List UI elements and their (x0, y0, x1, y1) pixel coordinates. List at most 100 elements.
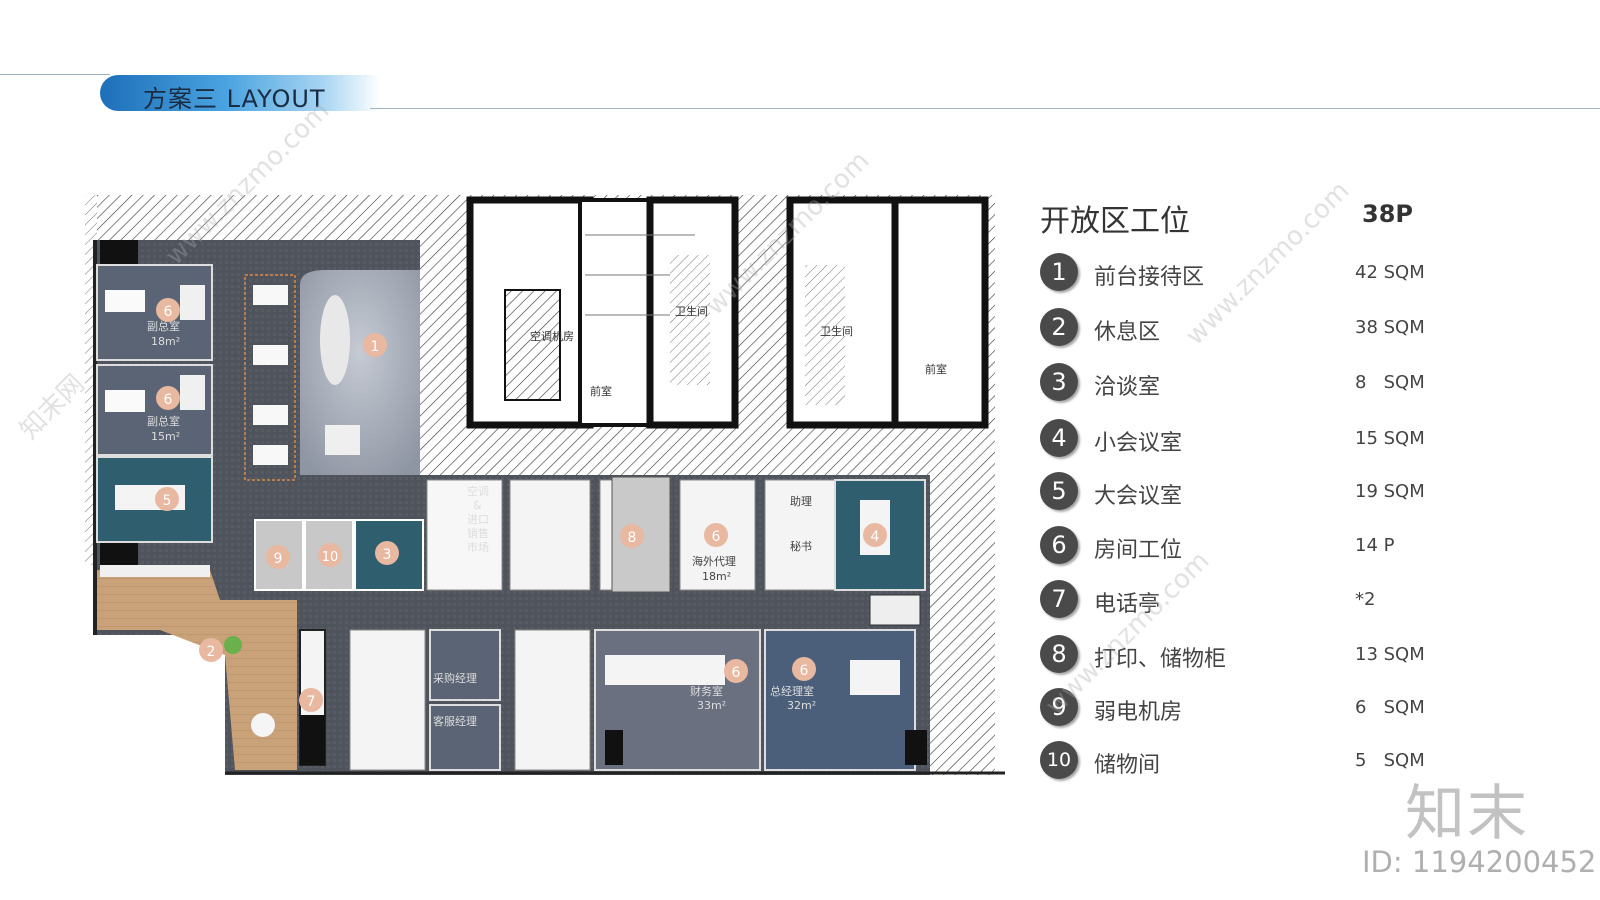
plan-badge-6d: 6 (724, 659, 748, 683)
legend-item: 5 大会议室 19 SQM (1040, 472, 1500, 512)
label-overseas: 海外代理 (692, 554, 736, 568)
svg-text:8: 8 (628, 530, 637, 546)
legend-value: 8 SQM (1355, 372, 1425, 393)
svg-text:3: 3 (383, 547, 392, 563)
legend-badge: 8 (1040, 635, 1078, 673)
legend-item: 10 储物间 5 SQM (1040, 741, 1500, 781)
legend-item: 9 弱电机房 6 SQM (1040, 688, 1500, 728)
floor-plan: 空调机房 前室 前室 卫生间 卫生间 副总室 18m² 副总室 15m² (75, 195, 1005, 805)
service-core (466, 196, 989, 429)
legend-item: 4 小会议室 15 SQM (1040, 419, 1500, 459)
svg-text:4: 4 (871, 529, 880, 545)
plan-badge-3: 3 (375, 541, 399, 565)
svg-text:1: 1 (371, 339, 380, 355)
legend-badge: 6 (1040, 526, 1078, 564)
manager-office (764, 629, 916, 771)
legend-label: 前台接待区 (1094, 265, 1205, 290)
legend-badge: 10 (1040, 741, 1078, 779)
column-top-left (100, 240, 138, 265)
svg-text:6: 6 (800, 663, 809, 679)
plan-badges: 1 2 3 4 5 6 6 6 6 6 7 8 9 10 (155, 298, 887, 712)
svg-text:2: 2 (207, 644, 216, 660)
plan-badge-6b: 6 (156, 386, 180, 410)
legend-label: 弱电机房 (1094, 700, 1183, 725)
legend-label: 洽谈室 (1094, 375, 1161, 400)
label-service: 客服经理 (433, 714, 477, 728)
label-assistant: 助理 (790, 494, 812, 508)
svg-text:6: 6 (732, 665, 741, 681)
label-secretary: 秘书 (790, 539, 812, 553)
core-hatch-right (930, 475, 995, 775)
legend-badge: 2 (1040, 308, 1078, 346)
plan-badge-8: 8 (620, 524, 644, 548)
plan-badge-9: 9 (266, 545, 290, 569)
label-overseas-area: 18m² (702, 570, 731, 583)
legend-value: 42 SQM (1355, 262, 1425, 283)
label-office-a-area: 18m² (151, 335, 180, 348)
plan-badge-6e: 6 (792, 657, 816, 681)
label-sales: 空调&进口销售市场 (467, 484, 489, 554)
legend-value: 5 SQM (1355, 750, 1425, 771)
legend-value: 19 SQM (1355, 481, 1425, 502)
title-banner (100, 75, 380, 111)
watermark-logo: 知末 (1405, 779, 1529, 849)
label-finance: 财务室 (690, 684, 723, 698)
label-wc-2: 卫生间 (820, 324, 853, 338)
legend-label: 小会议室 (1094, 431, 1183, 456)
svg-text:6: 6 (164, 304, 173, 320)
label-front-room-1: 前室 (590, 384, 612, 398)
label-front-room-2: 前室 (925, 362, 947, 376)
lounge-area (97, 570, 297, 770)
legend-value: 13 SQM (1355, 644, 1425, 665)
label-office-b-area: 15m² (151, 430, 180, 443)
plan-badge-10: 10 (318, 543, 342, 567)
plan-badge-2: 2 (199, 638, 223, 662)
elevator-lobby-box (869, 594, 921, 626)
plan-badge-5: 5 (155, 487, 179, 511)
label-ac-room: 空调机房 (530, 329, 574, 343)
legend-badge: 1 (1040, 253, 1078, 291)
label-office-a: 副总室 (147, 319, 180, 333)
plan-badge-6a: 6 (156, 298, 180, 322)
legend-value: 15 SQM (1355, 428, 1425, 449)
legend-label: 房间工位 (1094, 538, 1183, 563)
label-office-b: 副总室 (147, 414, 180, 428)
legend-label: 大会议室 (1094, 484, 1183, 509)
legend-value: 14 P (1355, 535, 1395, 556)
label-wc-1: 卫生间 (675, 304, 708, 318)
legend-item: 7 电话亭 *2 (1040, 580, 1500, 620)
legend-value: 38 SQM (1355, 317, 1425, 338)
plan-badge-4: 4 (863, 523, 887, 547)
legend-badge: 9 (1040, 688, 1078, 726)
buyer-office (429, 629, 501, 701)
watermark-id: ID: 1194200452 (1362, 845, 1597, 879)
legend-label: 休息区 (1094, 320, 1161, 345)
label-finance-area: 33m² (697, 699, 726, 712)
svg-text:7: 7 (307, 694, 316, 710)
svg-text:5: 5 (163, 493, 172, 509)
reception-workstations (244, 274, 296, 481)
plan-badge-1: 1 (363, 333, 387, 357)
svg-text:10: 10 (322, 550, 339, 565)
legend-open-seats-label: 开放区工位 (1040, 204, 1190, 239)
plan-badge-6c: 6 (704, 523, 728, 547)
legend-item: 6 房间工位 14 P (1040, 526, 1500, 566)
legend-item: 1 前台接待区 42 SQM (1040, 253, 1500, 293)
header-rule (370, 108, 1600, 109)
label-manager-area: 32m² (787, 699, 816, 712)
open-workstations-lower (349, 629, 591, 771)
page-title: 方案三 LAYOUT (143, 85, 326, 113)
legend-value: *2 (1355, 589, 1376, 610)
legend-label: 电话亭 (1094, 592, 1161, 617)
legend-open-seats-count: 38P (1362, 200, 1413, 228)
legend-item: 2 休息区 38 SQM (1040, 308, 1500, 348)
legend-item: 3 洽谈室 8 SQM (1040, 363, 1500, 403)
column-lower-right (905, 730, 927, 765)
plant (224, 636, 242, 654)
legend-label: 打印、储物柜 (1094, 647, 1227, 672)
legend-badge: 5 (1040, 472, 1078, 510)
legend-badge: 4 (1040, 419, 1078, 457)
column-mid-left (100, 540, 138, 565)
svg-text:6: 6 (712, 529, 721, 545)
legend-label: 储物间 (1094, 753, 1161, 778)
